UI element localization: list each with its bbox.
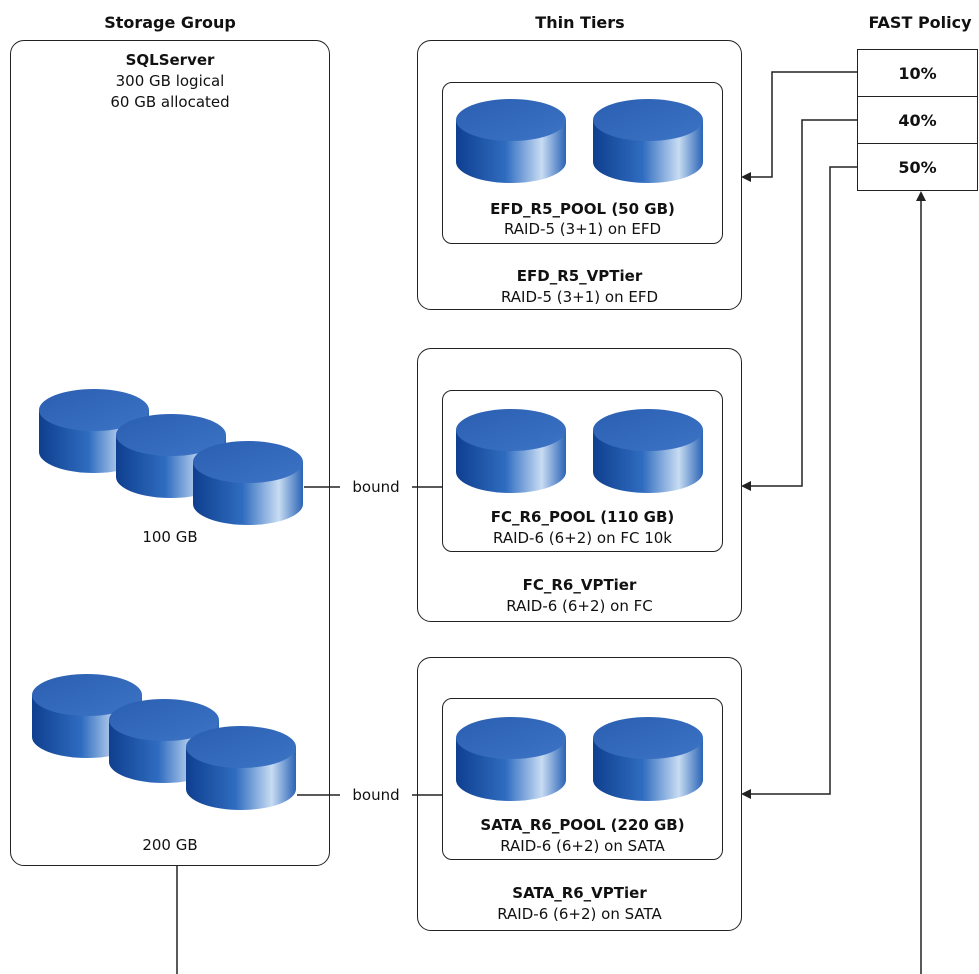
thin-tiers-header: Thin Tiers (535, 13, 625, 32)
fast-policy-cell: 10% (857, 49, 978, 97)
pool-raid: RAID-6 (6+2) on FC 10k (493, 529, 672, 547)
volume-size-label: 100 GB (142, 528, 198, 546)
tier-raid: RAID-6 (6+2) on FC (506, 597, 653, 615)
pool-name: FC_R6_POOL (110 GB) (490, 508, 675, 526)
pool-name: SATA_R6_POOL (220 GB) (480, 816, 685, 834)
tier-raid: RAID-5 (3+1) on EFD (500, 288, 658, 306)
pool-name: EFD_R5_POOL (50 GB) (490, 200, 675, 218)
tier-name: EFD_R5_VPTier (516, 267, 643, 285)
bound-label: bound (352, 786, 400, 804)
storage-group-logical: 300 GB logical (115, 72, 225, 90)
storage-group-allocated: 60 GB allocated (110, 93, 230, 111)
volume-size-label: 200 GB (142, 836, 198, 854)
pool-raid: RAID-5 (3+1) on EFD (503, 220, 661, 238)
pool-raid: RAID-6 (6+2) on SATA (500, 837, 665, 855)
tier-name: FC_R6_VPTier (522, 576, 637, 594)
storage-group-header: Storage Group (104, 13, 236, 32)
tier-raid: RAID-6 (6+2) on SATA (497, 905, 662, 923)
tier-name: SATA_R6_VPTier (512, 884, 647, 902)
bound-label: bound (352, 478, 400, 496)
storage-group-name: SQLServer (125, 51, 215, 69)
fast-policy-cell: 40% (857, 96, 978, 144)
fast-policy-header: FAST Policy (868, 13, 972, 32)
fast-policy-cell: 50% (857, 143, 978, 191)
